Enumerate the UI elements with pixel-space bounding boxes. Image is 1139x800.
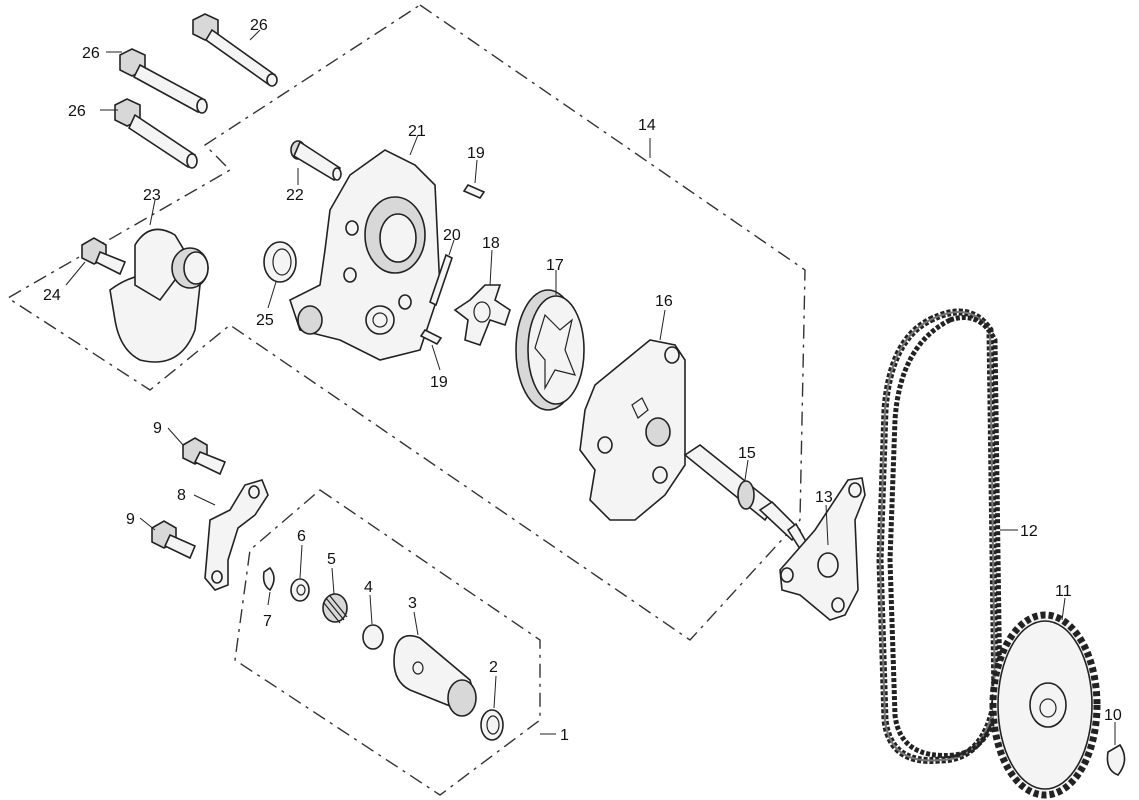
bolt-22 <box>290 140 342 182</box>
label-part-19-top: 19 <box>467 145 485 162</box>
label-part-16: 16 <box>655 293 673 310</box>
bolt-9-bottom <box>151 520 197 560</box>
label-part-26-top: 26 <box>250 17 268 34</box>
o-ring-2 <box>480 709 504 741</box>
label-part-3: 3 <box>408 595 417 612</box>
label-part-11: 11 <box>1055 583 1072 600</box>
bolt-24 <box>81 237 127 276</box>
label-part-14: 14 <box>638 117 656 134</box>
valve-body-3 <box>393 634 477 717</box>
label-part-17: 17 <box>546 257 564 274</box>
leader-lines <box>65 29 1116 745</box>
oil-strainer-23 <box>109 228 209 363</box>
bolt-26-middle <box>119 48 208 114</box>
label-part-7: 7 <box>263 613 272 630</box>
label-part-26-middle: 26 <box>82 45 100 62</box>
spring-5 <box>322 593 348 624</box>
bolt-26-bottom <box>114 98 198 169</box>
bolt-26-top <box>192 13 278 87</box>
group-boundary-14 <box>6 4 806 641</box>
label-part-23: 23 <box>143 187 161 204</box>
label-part-1: 1 <box>560 727 569 744</box>
group-boundary-1 <box>234 489 541 796</box>
label-part-4: 4 <box>364 579 373 596</box>
label-part-13: 13 <box>815 489 833 506</box>
label-part-2: 2 <box>489 659 498 676</box>
label-part-20: 20 <box>443 227 461 244</box>
o-ring-25 <box>263 241 297 283</box>
driven-sprocket-11 <box>989 611 1101 799</box>
bracket-8 <box>204 479 269 591</box>
label-part-12: 12 <box>1020 523 1038 540</box>
label-part-15: 15 <box>738 445 756 462</box>
inner-rotor-18 <box>453 284 511 346</box>
part-labels: 26 26 26 21 14 19 22 23 20 18 17 16 24 2… <box>43 17 1122 744</box>
washer-6 <box>290 578 310 602</box>
label-part-8: 8 <box>177 487 186 504</box>
pump-body-21 <box>289 149 441 361</box>
label-part-9-bottom: 9 <box>126 511 135 528</box>
label-part-25: 25 <box>256 312 274 329</box>
label-part-18: 18 <box>482 235 500 252</box>
drive-sprocket-13 <box>779 477 866 621</box>
pump-cover-16 <box>579 339 686 521</box>
pin-20 <box>429 253 453 307</box>
outer-rotor-17 <box>515 289 585 411</box>
label-part-6: 6 <box>297 528 306 545</box>
label-part-24: 24 <box>43 287 61 304</box>
label-part-9-top: 9 <box>153 420 162 437</box>
pin-19-bottom <box>419 328 443 346</box>
label-part-5: 5 <box>327 551 336 568</box>
pin-19-top <box>462 183 486 200</box>
circlip-7 <box>262 566 275 592</box>
label-part-26-bottom: 26 <box>68 103 86 120</box>
piston-4 <box>362 624 384 650</box>
bolt-9-top <box>182 437 227 476</box>
label-part-19-bottom: 19 <box>430 374 448 391</box>
label-part-21: 21 <box>408 123 426 140</box>
label-part-22: 22 <box>286 187 304 204</box>
circlip-10 <box>1106 743 1126 776</box>
label-part-10: 10 <box>1104 707 1122 724</box>
drive-chain-12 <box>876 308 1003 764</box>
